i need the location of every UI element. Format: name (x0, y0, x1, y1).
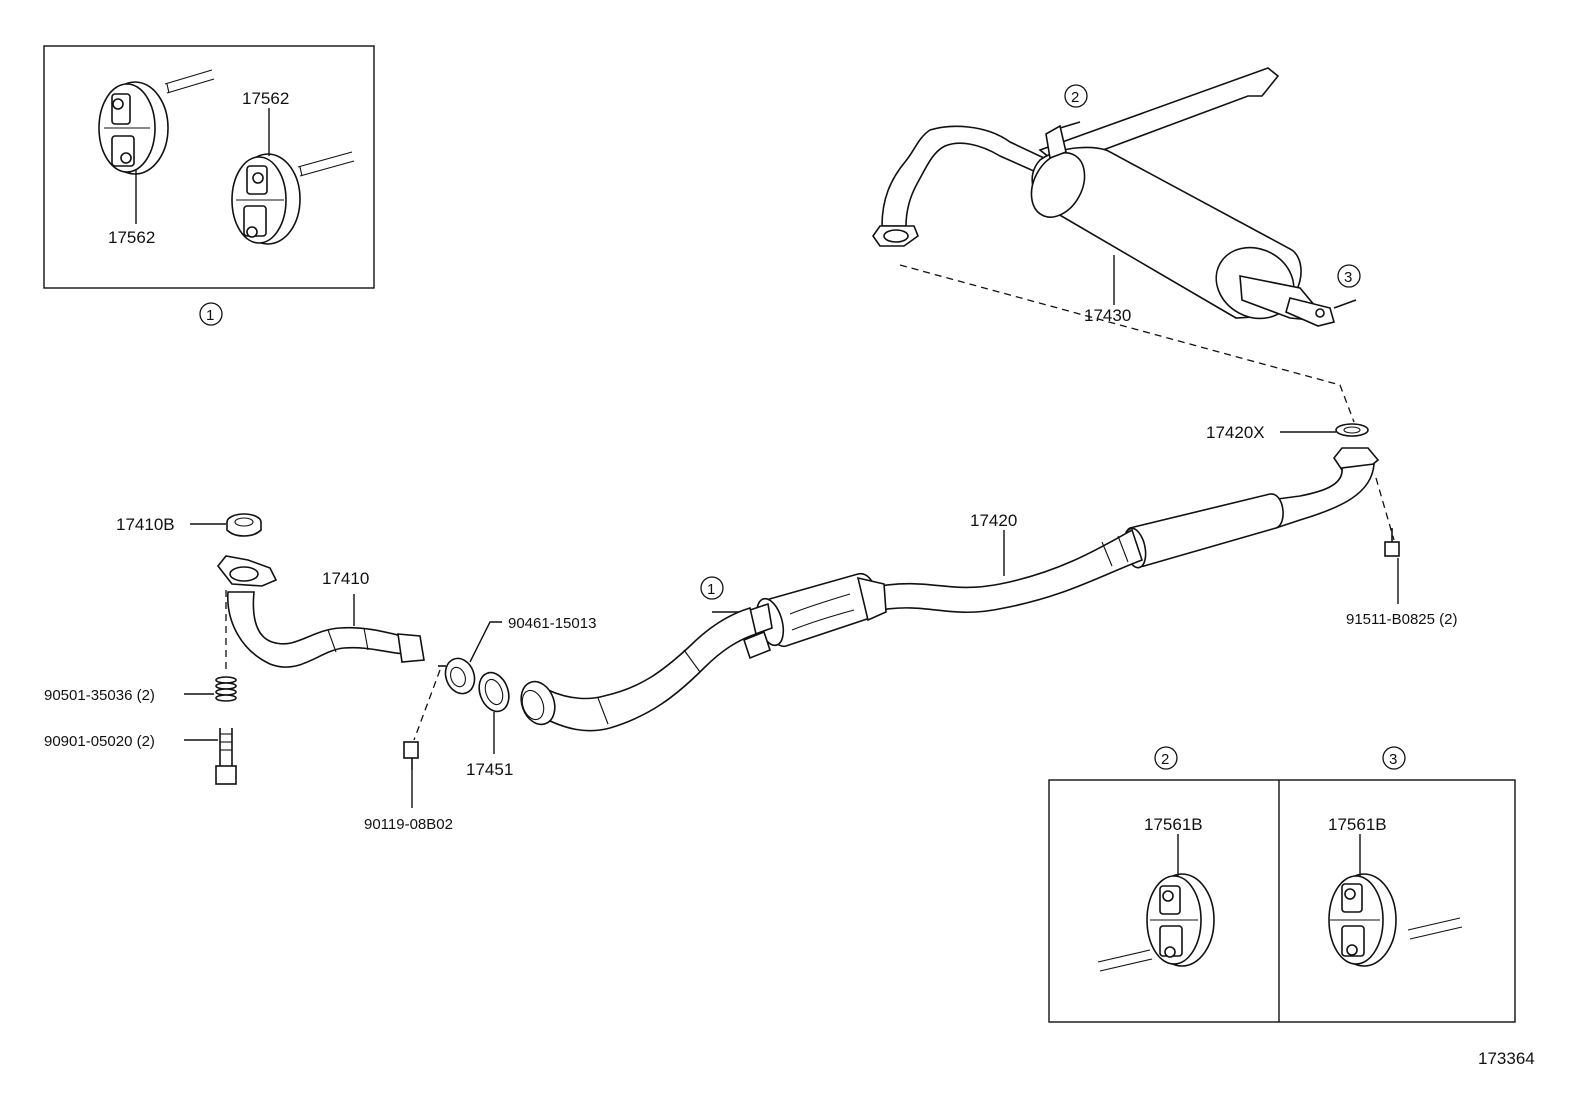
spring (215, 676, 237, 702)
label-17451: 17451 (466, 760, 513, 779)
label-17410: 17410 (322, 569, 369, 588)
inset-hangers-1: 17562 17562 (43, 45, 375, 289)
stud-bolt (403, 665, 446, 770)
callout-1-inset: 1 (199, 302, 223, 326)
callout-2-muffler: 2 (1064, 84, 1088, 108)
tail-muffler-assembly (872, 67, 1357, 327)
label-91511-B0825: 91511-B0825 (2) (1346, 611, 1457, 628)
rubber-hanger-3b (1328, 873, 1463, 967)
rubber-hanger-2b (1097, 873, 1215, 972)
label-17561B-inset3: 17561B (1328, 815, 1387, 834)
callout-1-pipe-text: 1 (707, 581, 715, 598)
callout-2-muffler-text: 2 (1071, 89, 1079, 106)
callout-2-inset-text: 2 (1161, 751, 1169, 768)
rubber-hanger-1 (98, 81, 169, 175)
label-90901-05020: 90901-05020 (2) (44, 733, 155, 750)
label-90501-35036: 90501-35036 (2) (44, 687, 155, 704)
front-pipe-section (520, 606, 757, 732)
label-17410B: 17410B (116, 515, 175, 534)
hanger-rod-1 (164, 69, 215, 94)
diagram-id: 173364 (1478, 1049, 1535, 1068)
label-90119-08B02: 90119-08B02 (364, 816, 453, 833)
label-90461-15013: 90461-15013 (508, 615, 596, 632)
callout-2-inset: 2 (1154, 746, 1178, 770)
nut (444, 657, 476, 695)
label-17430: 17430 (1084, 306, 1131, 325)
center-pipe (879, 447, 1380, 614)
label-17561B-inset2: 17561B (1144, 815, 1203, 834)
callout-3-muffler-text: 3 (1344, 269, 1352, 286)
front-pipe (216, 555, 425, 668)
catalytic-converter (712, 573, 887, 660)
label-17420: 17420 (970, 511, 1017, 530)
rubber-hanger-2 (231, 153, 301, 245)
label-17420X: 17420X (1206, 423, 1265, 442)
callout-3-inset-text: 3 (1389, 751, 1397, 768)
front-bolt (215, 728, 237, 785)
pipe-gasket (478, 671, 510, 713)
callout-3-muffler: 3 (1337, 264, 1361, 288)
callout-3-inset: 3 (1382, 746, 1406, 770)
front-gasket (226, 513, 262, 537)
callout-1-pipe: 1 (700, 576, 724, 600)
rear-gasket (1335, 423, 1369, 437)
label-17562-bottom: 17562 (108, 228, 155, 247)
label-17562-top: 17562 (242, 89, 289, 108)
hanger-rod-2 (297, 151, 355, 177)
callout-1-inset-text: 1 (206, 307, 214, 324)
rear-bolt (1384, 528, 1400, 557)
inset-hangers-2-3: 17561B 17561B (1048, 779, 1516, 1023)
